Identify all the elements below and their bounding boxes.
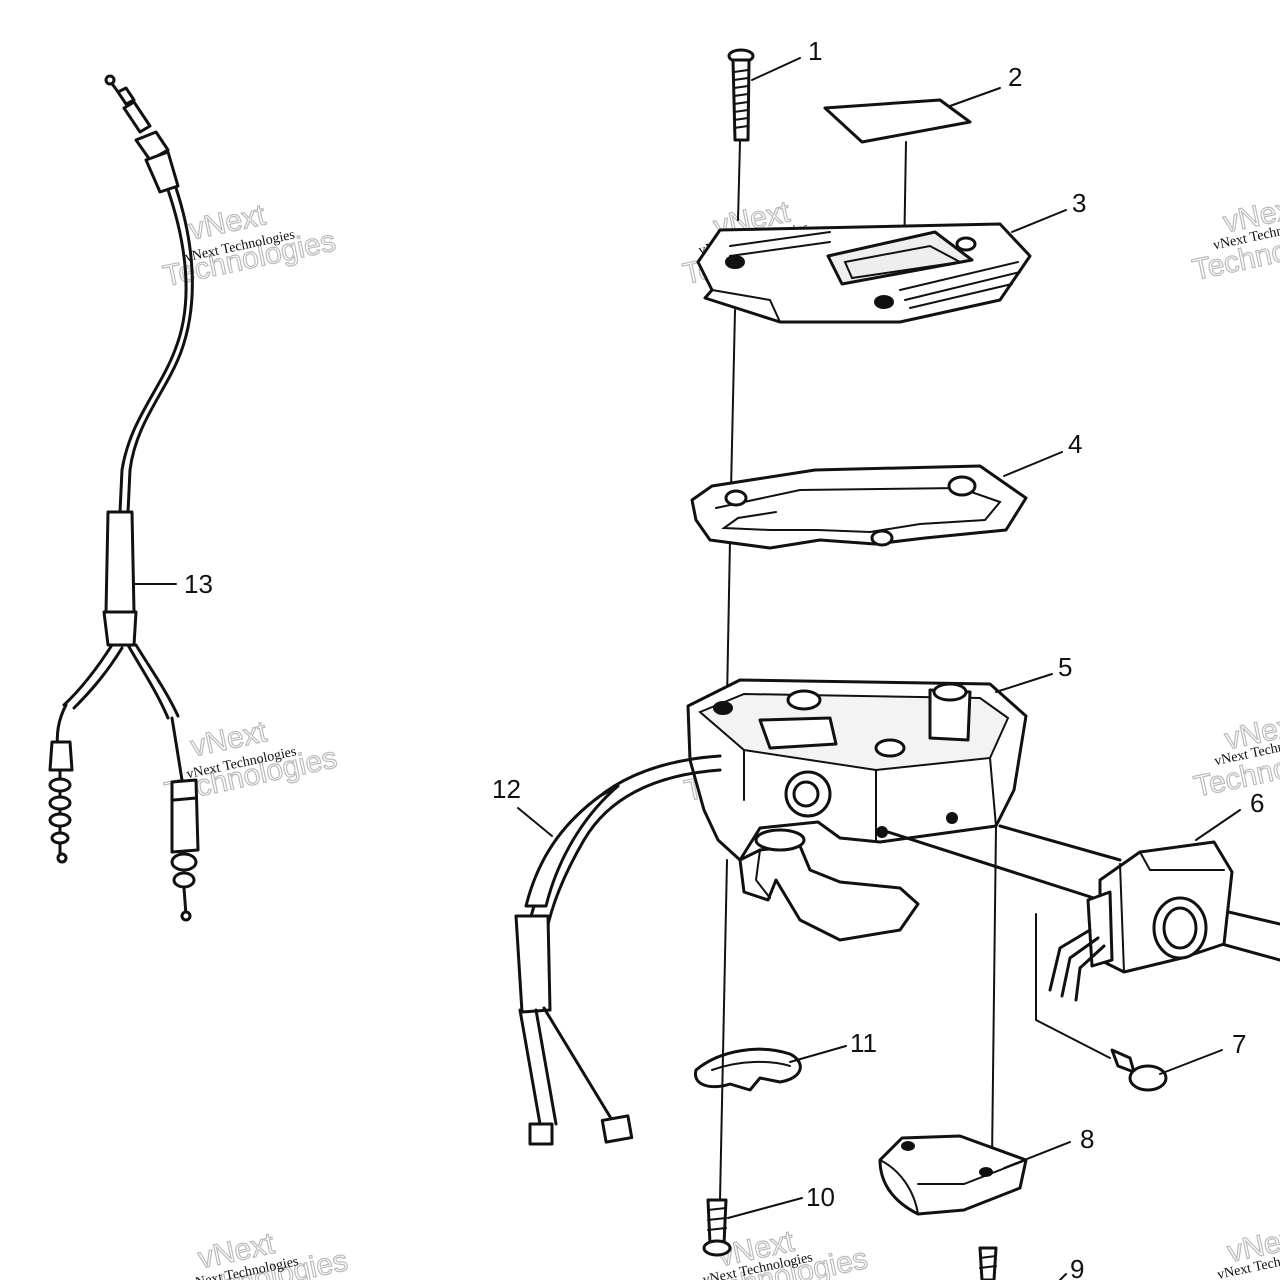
leader-line-screw-right	[991, 825, 997, 1161]
watermark-3: vNext Technologies vNext Technologies	[1189, 191, 1280, 288]
bulb	[1110, 1048, 1168, 1092]
callout-6: 6	[1250, 788, 1264, 818]
spacer	[694, 1047, 802, 1092]
callout-12: 12	[492, 774, 521, 804]
callout-leaders	[133, 57, 1241, 1280]
kill-switch	[1035, 840, 1234, 1059]
callout-5: 5	[1058, 652, 1072, 682]
leader-line-screw-mid	[730, 309, 736, 491]
leader-line-screw-top	[737, 141, 741, 221]
callout-7: 7	[1232, 1029, 1246, 1059]
watermark-9: vNext vNext Technologies	[1216, 1220, 1280, 1280]
decal-label	[823, 98, 972, 261]
screw-bottom	[702, 1198, 732, 1257]
clamp	[878, 1134, 1028, 1216]
callout-4: 4	[1068, 429, 1082, 459]
handlebar	[886, 824, 1280, 962]
watermark-7: vNext Technologies vNext Technologies	[172, 1226, 351, 1280]
gasket	[690, 464, 1028, 550]
wire-harness	[514, 754, 722, 1146]
housing-cover	[696, 222, 1032, 324]
callout-13: 13	[184, 569, 213, 599]
callout-9: 9	[1070, 1254, 1084, 1280]
screw-top	[727, 48, 755, 142]
callout-11: 11	[850, 1028, 877, 1058]
screw-right	[978, 1246, 998, 1280]
callout-10: 10	[806, 1182, 835, 1212]
callout-1: 1	[808, 36, 822, 66]
throttle-cable	[48, 74, 200, 922]
callout-2: 2	[1008, 62, 1022, 92]
callout-8: 8	[1080, 1124, 1094, 1154]
leader-line-screw-low	[726, 539, 731, 701]
throttle-housing	[686, 678, 1028, 942]
leader-line-screw-bottom	[719, 859, 728, 1201]
watermark-6: vNext Technologies vNext Technologies	[1191, 707, 1280, 804]
callout-3: 3	[1072, 188, 1086, 218]
